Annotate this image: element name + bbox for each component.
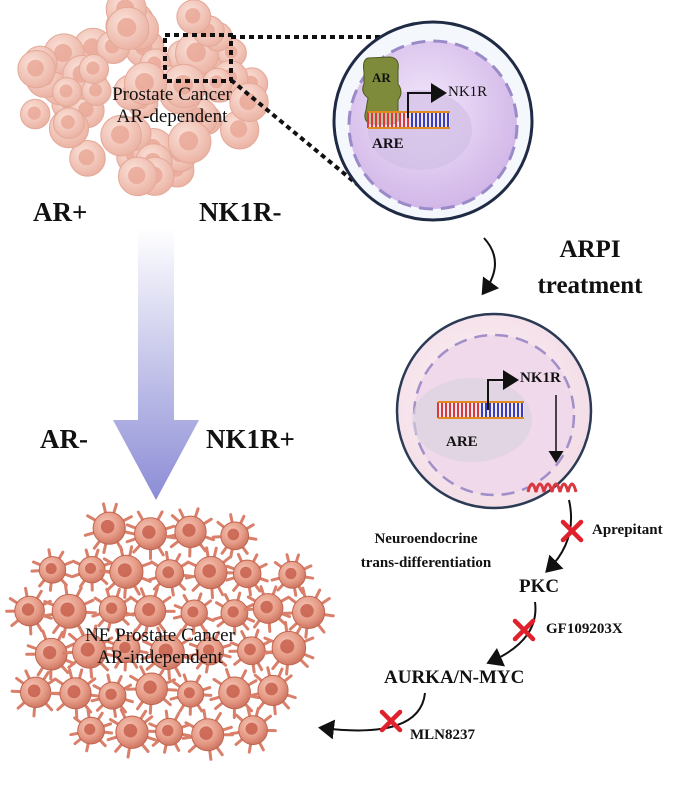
top-tumor-label-line2: AR-dependent: [72, 106, 272, 128]
transition-arrow: [113, 228, 199, 500]
ne-tumor-cell: [272, 555, 313, 596]
arrow-aurka-to-ne: [322, 693, 425, 730]
ne-tumor-label-line2: AR-independent: [40, 647, 280, 669]
nk1r-negative-label: NK1R-: [199, 197, 282, 228]
treatment-label-line1: ARPI: [520, 232, 660, 268]
bottom-dna-helix: [438, 402, 524, 418]
top-cell: [334, 22, 532, 220]
ne-tumor-cell: [171, 675, 211, 714]
ne-tumor-cell: [186, 548, 235, 598]
ar-negative-label: AR-: [40, 424, 88, 455]
process-label-line1: Neuroendocrine: [346, 527, 506, 551]
top-element-label: ARE: [372, 136, 404, 153]
ar-protein-label: AR: [372, 70, 391, 86]
bottom-cell: [397, 314, 591, 508]
ne-tumor-cell: [250, 668, 295, 714]
ne-tumor-cell: [231, 708, 275, 752]
top-tumor-label: Prostate Cancer AR-dependent: [72, 84, 272, 128]
ne-tumor-cell: [148, 711, 189, 752]
gf109203x-label: GF109203X: [546, 621, 623, 638]
ne-tumor-label: NE Prostate Cancer AR-independent: [40, 625, 280, 669]
ne-tumor-cell: [85, 504, 133, 553]
treatment-label-line2: treatment: [520, 268, 660, 304]
mln8237-label: MLN8237: [410, 727, 475, 744]
top-tumor-label-line1: Prostate Cancer: [72, 84, 272, 106]
ar-positive-label: AR+: [33, 197, 87, 228]
nk1r-positive-label: NK1R+: [206, 424, 295, 455]
ne-tumor-label-line1: NE Prostate Cancer: [40, 625, 280, 647]
top-gene-label: NK1R: [448, 84, 487, 101]
aprepitant-label: Aprepitant: [592, 522, 663, 539]
process-label: Neuroendocrine trans-differentiation: [346, 527, 506, 575]
aurka-nmyc-label: AURKA/N-MYC: [384, 667, 524, 689]
bottom-gene-label: NK1R: [520, 370, 561, 387]
aprepitant-inhibitor-x-icon: [563, 522, 581, 540]
pkc-label: PKC: [519, 576, 559, 598]
ne-tumor-cell: [149, 552, 191, 595]
ne-tumor-cell: [211, 670, 259, 718]
ne-tumor-cell: [213, 515, 256, 557]
treatment-arrow: [484, 238, 495, 292]
ne-tumor-cell: [284, 588, 334, 637]
bottom-element-label: ARE: [446, 434, 478, 451]
process-label-line2: trans-differentiation: [346, 551, 506, 575]
treatment-label: ARPI treatment: [520, 232, 660, 304]
